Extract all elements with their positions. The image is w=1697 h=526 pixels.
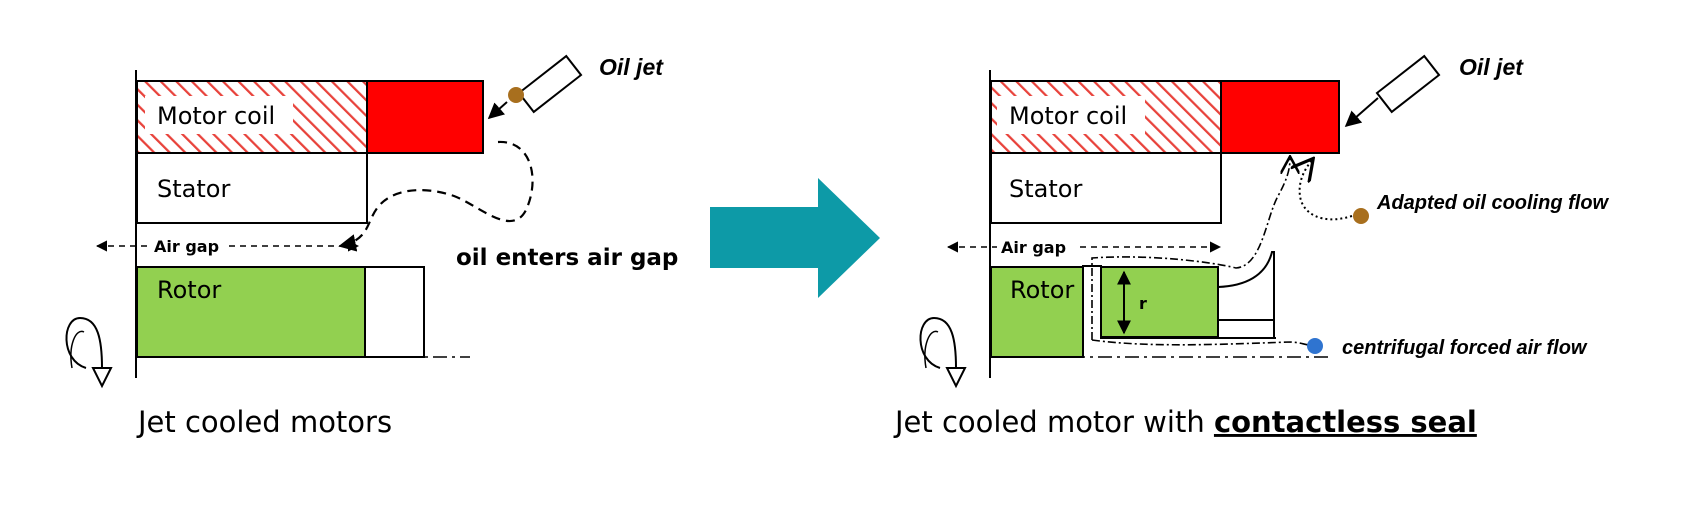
right-oil-cooling-path: [1300, 160, 1353, 221]
right-rotation-icon: [919, 316, 967, 389]
left-rotor-label: Rotor: [157, 276, 221, 304]
right-oil-jet-nozzle-icon: [1375, 54, 1441, 114]
right-diagram: Motor coil Stator Air gap Rotor r: [893, 54, 1610, 439]
left-motor-coil-label-bg: [145, 96, 293, 134]
right-motor-coil-label: Motor coil: [1009, 102, 1127, 130]
right-seal-lip: [1217, 251, 1275, 338]
left-oil-jet-label: Oil jet: [599, 54, 664, 80]
left-oil-enters-label: oil enters air gap: [456, 245, 678, 271]
left-oil-jet-nozzle-icon: [517, 54, 583, 114]
right-oil-flow-label: Adapted oil cooling flow: [1376, 192, 1610, 214]
right-oil-jet-label: Oil jet: [1459, 54, 1524, 80]
left-air-gap-label-bg: [150, 234, 228, 256]
right-air-dot: [1307, 338, 1323, 354]
right-motor-coil-label-bg: [997, 96, 1145, 134]
left-rotor-extension: [364, 266, 425, 358]
right-caption: Jet cooled motor with contactless seal: [893, 405, 1477, 439]
left-oil-droplet: [508, 87, 524, 103]
left-oil-jet-arrow: [487, 101, 508, 120]
right-caption-emphasis: contactless seal: [1214, 405, 1477, 439]
right-motor-coil-end: [1220, 80, 1340, 154]
right-oil-jet-arrow: [1344, 97, 1379, 128]
left-air-gap-label: Air gap: [154, 237, 219, 256]
right-stator-label: Stator: [1009, 175, 1082, 203]
right-oil-droplet: [1353, 208, 1369, 224]
right-caption-prefix: Jet cooled motor with: [893, 405, 1214, 439]
right-air-flow-path-lower: [1091, 339, 1319, 348]
right-air-flow-label: centrifugal forced air flow: [1342, 337, 1588, 359]
transition-arrow-icon: [710, 178, 880, 298]
left-rotor: [136, 266, 366, 358]
left-caption: Jet cooled motors: [136, 405, 392, 439]
left-diagram: Motor coil Stator Air gap Rotor Oil jet: [65, 54, 678, 439]
right-air-gap-label-bg: [997, 235, 1075, 257]
right-stator: [990, 152, 1222, 224]
left-stator: [136, 152, 368, 224]
right-air-flow-path-upper: [1091, 158, 1290, 340]
left-oil-path: [338, 140, 534, 252]
right-radius-label: r: [1139, 294, 1147, 313]
right-rotor-label: Rotor: [1010, 276, 1074, 304]
left-stator-label: Stator: [157, 175, 230, 203]
left-rotation-icon: [65, 316, 113, 389]
left-motor-coil-label: Motor coil: [157, 102, 275, 130]
right-seal-ring: [1100, 266, 1219, 338]
right-air-gap-label: Air gap: [1001, 238, 1066, 257]
left-motor-coil-end: [366, 80, 484, 154]
